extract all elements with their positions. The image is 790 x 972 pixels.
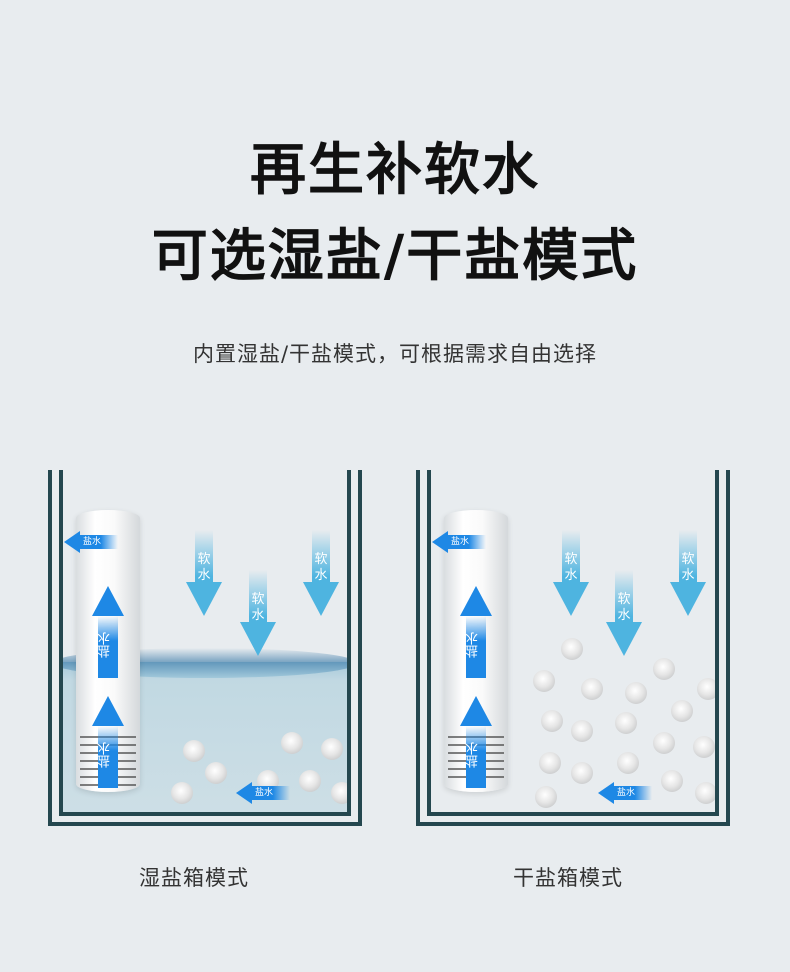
soft-water-arrow-icon: 软水 bbox=[670, 530, 706, 616]
brine-label: 盐水 bbox=[614, 786, 652, 800]
soft-water-label: 软水 bbox=[615, 570, 633, 623]
wet-salt-caption: 湿盐箱模式 bbox=[139, 866, 249, 890]
salt-ball bbox=[533, 670, 555, 692]
tank-inner-wall bbox=[427, 470, 719, 816]
tank-outer-wall bbox=[416, 470, 730, 826]
salt-ball bbox=[183, 740, 205, 762]
salt-ball bbox=[693, 736, 715, 758]
brine-out-arrow-icon: 盐水 bbox=[432, 531, 486, 553]
brine-in-arrow-icon: 盐水 bbox=[598, 782, 652, 804]
brine-label: 盐水 bbox=[80, 535, 118, 549]
salt-ball bbox=[653, 732, 675, 754]
page-title: 再生补软水 bbox=[250, 138, 540, 203]
brine-in-arrow-icon: 盐水 bbox=[236, 782, 290, 804]
dry-salt-diagram: 盐水 盐水 盐水 软水 软水 软水 盐水 bbox=[414, 470, 734, 830]
brine-up-arrow-icon: 盐水 bbox=[460, 696, 492, 788]
page-subtitle-heading: 可选湿盐/干盐模式 bbox=[151, 224, 639, 289]
brine-up-arrow-icon: 盐水 bbox=[92, 586, 124, 678]
salt-ball bbox=[671, 700, 693, 722]
soft-water-label: 软水 bbox=[679, 530, 697, 583]
resin-cylinder: 盐水 盐水 bbox=[444, 510, 508, 792]
brine-label: 盐水 bbox=[252, 786, 290, 800]
brine-label: 盐水 bbox=[98, 616, 118, 678]
soft-water-label: 软水 bbox=[562, 530, 580, 583]
salt-ball bbox=[535, 786, 557, 808]
salt-ball bbox=[695, 782, 715, 804]
brine-up-arrow-icon: 盐水 bbox=[92, 696, 124, 788]
salt-ball bbox=[581, 678, 603, 700]
brine-label: 盐水 bbox=[98, 726, 118, 788]
description-text: 内置湿盐/干盐模式，可根据需求自由选择 bbox=[192, 342, 598, 366]
salt-ball bbox=[653, 658, 675, 680]
soft-water-label: 软水 bbox=[195, 530, 213, 583]
tank-outer-wall bbox=[48, 470, 362, 826]
salt-ball bbox=[541, 710, 563, 732]
dry-salt-caption: 干盐箱模式 bbox=[513, 866, 623, 890]
brine-label: 盐水 bbox=[466, 616, 486, 678]
salt-ball bbox=[561, 638, 583, 660]
salt-ball bbox=[571, 762, 593, 784]
wet-salt-diagram: 盐水 盐水 盐水 软水 软水 软水 盐水 bbox=[46, 470, 366, 830]
salt-ball bbox=[617, 752, 639, 774]
salt-ball bbox=[281, 732, 303, 754]
brine-label: 盐水 bbox=[448, 535, 486, 549]
salt-ball bbox=[571, 720, 593, 742]
brine-label: 盐水 bbox=[466, 726, 486, 788]
soft-water-label: 软水 bbox=[312, 530, 330, 583]
brine-up-arrow-icon: 盐水 bbox=[460, 586, 492, 678]
soft-water-arrow-icon: 软水 bbox=[240, 570, 276, 656]
soft-water-arrow-icon: 软水 bbox=[553, 530, 589, 616]
salt-ball bbox=[331, 782, 347, 804]
soft-water-arrow-icon: 软水 bbox=[606, 570, 642, 656]
salt-ball bbox=[171, 782, 193, 804]
salt-ball bbox=[615, 712, 637, 734]
salt-ball bbox=[299, 770, 321, 792]
brine-out-arrow-icon: 盐水 bbox=[64, 531, 118, 553]
soft-water-label: 软水 bbox=[249, 570, 267, 623]
salt-ball bbox=[625, 682, 647, 704]
soft-water-arrow-icon: 软水 bbox=[303, 530, 339, 616]
soft-water-arrow-icon: 软水 bbox=[186, 530, 222, 616]
salt-ball bbox=[321, 738, 343, 760]
salt-ball bbox=[539, 752, 561, 774]
salt-ball bbox=[205, 762, 227, 784]
salt-ball bbox=[661, 770, 683, 792]
resin-cylinder: 盐水 盐水 bbox=[76, 510, 140, 792]
salt-ball bbox=[697, 678, 715, 700]
